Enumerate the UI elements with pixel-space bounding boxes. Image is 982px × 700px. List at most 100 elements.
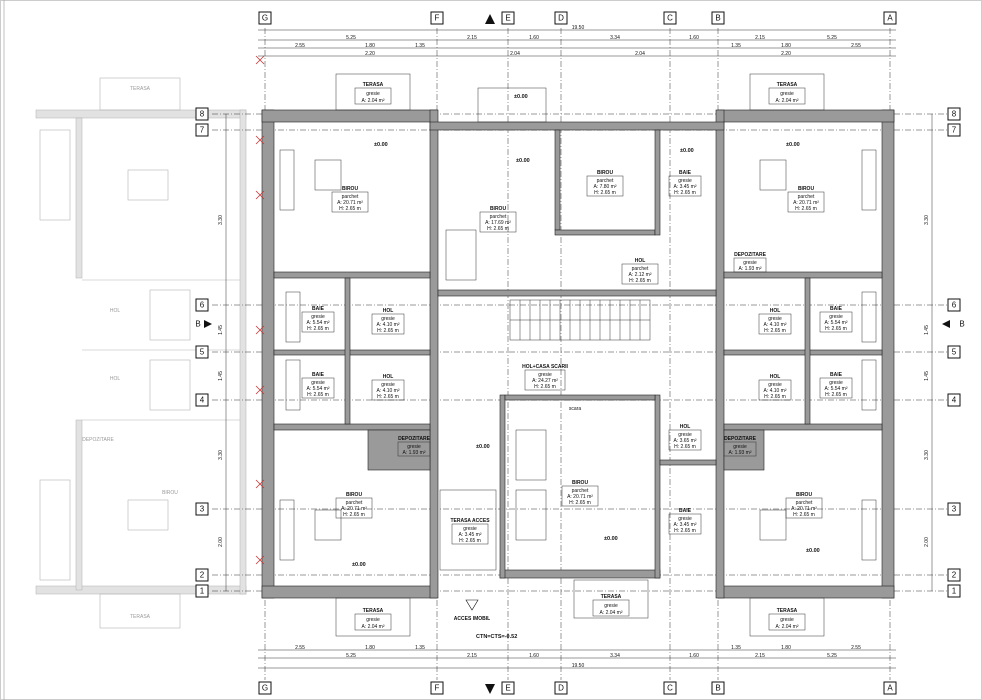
room-height: H: 2.65 m (825, 392, 847, 398)
dimension-label: 2.04 (635, 51, 645, 57)
side-dimensions: 3.30 1.45 1.45 3.30 2.00 3.30 1.45 1.45 … (218, 114, 933, 591)
interior-walls (273, 129, 883, 579)
section-arrow-icon (204, 320, 212, 328)
dimension-label: 2.00 (218, 537, 224, 547)
room-title: BIROU (490, 206, 507, 212)
axis-label: 4 (200, 396, 205, 405)
room-finish: gresie (678, 516, 692, 522)
room-area: A: 20.71 m² (791, 506, 817, 512)
room-finish: parchet (632, 266, 649, 272)
room-finish: parchet (490, 214, 507, 220)
room-title: TERASA (777, 82, 798, 88)
room-title: BAIE (679, 170, 692, 176)
ghost-label: TERASA (130, 614, 151, 620)
axis-label: F (435, 684, 440, 693)
left-axis-labels: 8 7 6 5 4 3 2 1 B (195, 107, 212, 598)
axis-label: 7 (200, 126, 205, 135)
axis-label: 1 (952, 587, 957, 596)
staircase (509, 299, 651, 341)
room-labels: TERASA gresie A: 2.04 m² ±0.00 TERASA gr… (301, 82, 853, 631)
room-height: H: 2.65 m (674, 444, 696, 450)
dimension-label: 1.35 (415, 645, 425, 651)
dimension-label: 1.45 (218, 325, 224, 335)
room-area: A: 20.71 m² (793, 200, 819, 206)
dimension-label: 1.80 (781, 645, 791, 651)
entry-label: ACCES IMOBIL (454, 616, 490, 622)
dimension-label: 5.25 (346, 35, 356, 41)
axis-label: 5 (952, 348, 957, 357)
room-area: A: 1.93 m² (738, 266, 761, 272)
dimension-label: 1.35 (731, 645, 741, 651)
room-title: TERASA (601, 594, 622, 600)
elevation-mark: ±0.00 (374, 142, 388, 148)
room-finish: gresie (538, 372, 552, 378)
dimension-label: 2.04 (510, 51, 520, 57)
section-arrow-icon (485, 684, 495, 694)
room-height: H: 2.65 m (764, 328, 786, 334)
section-arrow-icon (485, 14, 495, 24)
dimension-label: 2.20 (781, 51, 791, 57)
ghost-label: TERASA (130, 86, 151, 92)
section-arrow-icon (942, 320, 950, 328)
axis-label: D (558, 14, 564, 23)
dimension-label: 2.15 (467, 653, 477, 659)
axis-label: E (505, 14, 510, 23)
axis-label: C (667, 684, 673, 693)
room-area: A: 17.69 m² (485, 220, 511, 226)
dimension-label: 1.80 (365, 43, 375, 49)
elevation-entry: CTN=CTS=-0.52 (476, 634, 517, 640)
room-finish: gresie (678, 432, 692, 438)
dimension-label: 5.25 (827, 653, 837, 659)
room-title: BIROU (798, 186, 815, 192)
room-title: BIROU (796, 492, 813, 498)
dimension-label: 1.60 (529, 653, 539, 659)
dimension-label: 1.60 (689, 653, 699, 659)
axis-label: E (505, 684, 510, 693)
room-finish: gresie (733, 444, 747, 450)
dimension-label: 2.55 (851, 645, 861, 651)
dimension-label: 1.80 (365, 645, 375, 651)
room-finish: gresie (829, 380, 843, 386)
ghost-label: DEPOZITARE (82, 437, 114, 443)
room-area: A: 24.27 m² (532, 378, 558, 384)
axis-label: 8 (200, 110, 205, 119)
room-height: H: 2.65 m (594, 190, 616, 196)
axis-label: 6 (952, 301, 957, 310)
terraces (335, 73, 825, 637)
dimension-label: 3.34 (610, 653, 620, 659)
dimension-label: 1.45 (924, 325, 930, 335)
room-area: A: 3.45 m² (458, 532, 481, 538)
room-title: HOL (770, 308, 781, 314)
room-title: BAIE (679, 508, 692, 514)
bottom-axis-labels: G F E D C B A (258, 681, 897, 695)
room-title: BIROU (342, 186, 359, 192)
room-height: H: 2.65 m (307, 326, 329, 332)
dimension-label: 3.30 (218, 450, 224, 460)
room-area: A: 2.04 m² (361, 98, 384, 104)
dimension-label: 1.35 (415, 43, 425, 49)
dimension-label: 2.00 (924, 537, 930, 547)
axis-label: G (262, 684, 268, 693)
room-title: HOL (635, 258, 646, 264)
room-title: BAIE (312, 372, 325, 378)
room-height: H: 2.65 m (629, 278, 651, 284)
dimension-label: 1.60 (689, 35, 699, 41)
ghost-label: BIROU (162, 490, 178, 496)
demolition-marks (255, 55, 265, 565)
dimension-label: 2.15 (755, 653, 765, 659)
room-area: A: 20.71 m² (337, 200, 363, 206)
room-finish: gresie (768, 316, 782, 322)
axis-label: 4 (952, 396, 957, 405)
top-dimensions: 19.50 5.25 2.15 1.60 3.34 1.60 2.15 5.25… (258, 25, 896, 57)
axis-label: B (715, 684, 720, 693)
room-area: A: 4.10 m² (763, 322, 786, 328)
axis-label: F (435, 14, 440, 23)
top-axis-labels: G F E D C B A (258, 11, 897, 25)
dimension-label: 3.30 (924, 215, 930, 225)
room-title: DEPOZITARE (724, 436, 757, 442)
dimension-label: 1.35 (731, 43, 741, 49)
room-title: HOL+CASA SCARII (522, 364, 568, 370)
room-title: TERASA (363, 608, 384, 614)
axis-label: 2 (952, 571, 957, 580)
